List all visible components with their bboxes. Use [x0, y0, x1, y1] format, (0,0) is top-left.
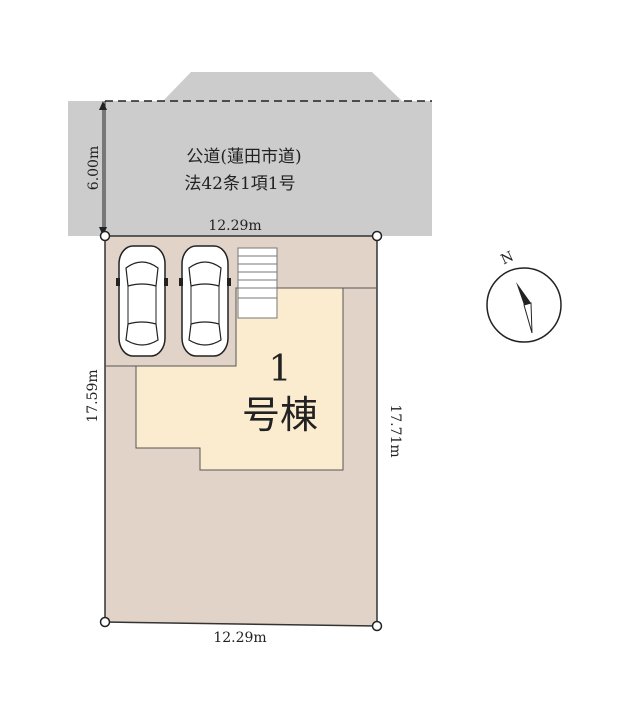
compass: N — [486, 249, 562, 343]
building-number: 1 — [269, 349, 292, 390]
compass-needle-south — [523, 302, 533, 334]
road-area — [68, 72, 432, 236]
north-width-label: 12.29m — [208, 218, 261, 234]
south-width-label: 12.29m — [213, 630, 266, 646]
corner-marker — [99, 230, 111, 242]
west-depth-label: 17.59m — [85, 369, 101, 422]
road-name: 公道(蓮田市道) — [186, 147, 301, 167]
compass-needle-north — [516, 282, 531, 305]
compass-north-label: N — [498, 249, 516, 269]
east-depth-label: 17.71m — [387, 404, 403, 457]
stairs — [237, 247, 278, 319]
building-label: 号棟 — [242, 393, 318, 437]
building-boundary-outline — [105, 287, 344, 470]
car-icon — [116, 245, 168, 357]
corner-marker — [371, 230, 383, 242]
road-law: 法42条1項1号 — [184, 174, 295, 194]
car-icon — [179, 245, 231, 357]
road-width-label: 6.00m — [86, 146, 102, 190]
road-width-arrow-top — [99, 101, 107, 110]
corner-marker — [99, 616, 111, 628]
corner-marker — [371, 620, 383, 632]
